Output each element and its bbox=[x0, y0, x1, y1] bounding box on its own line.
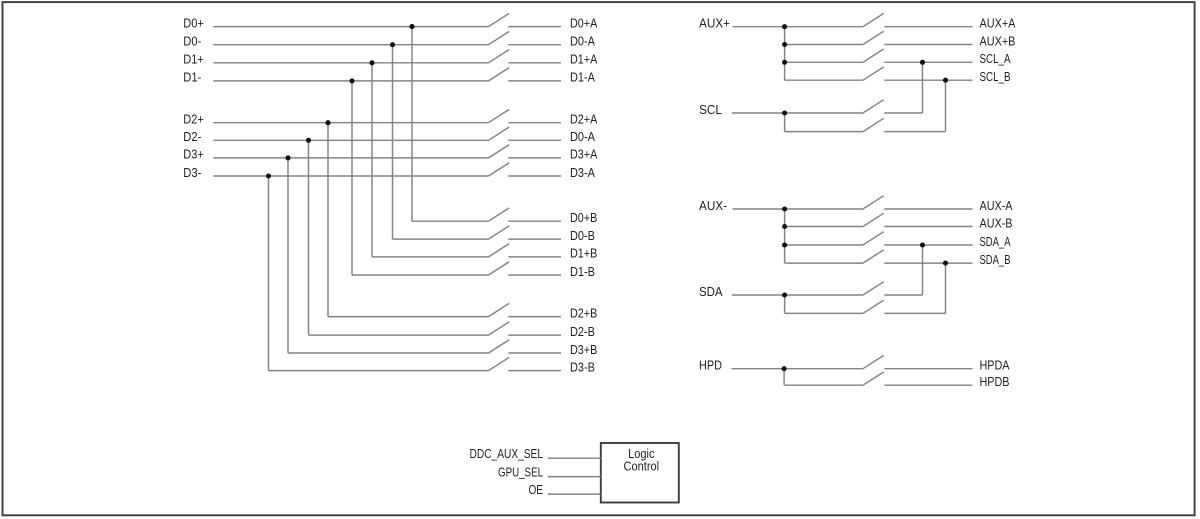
svg-text:D0-A: D0-A bbox=[570, 34, 595, 49]
svg-text:SCL_A: SCL_A bbox=[980, 51, 1011, 66]
svg-text:D1+: D1+ bbox=[183, 52, 204, 67]
svg-text:SCL: SCL bbox=[699, 102, 722, 117]
svg-text:AUX+A: AUX+A bbox=[980, 16, 1016, 31]
svg-text:AUX-B: AUX-B bbox=[980, 215, 1013, 230]
svg-text:D3+A: D3+A bbox=[570, 147, 597, 162]
svg-text:SDA: SDA bbox=[699, 284, 723, 299]
svg-text:AUX+: AUX+ bbox=[699, 16, 730, 31]
svg-text:AUX+B: AUX+B bbox=[980, 33, 1016, 48]
svg-text:D3-A: D3-A bbox=[570, 165, 595, 180]
svg-text:D0-B: D0-B bbox=[570, 228, 595, 243]
svg-text:HPDA: HPDA bbox=[980, 358, 1010, 373]
svg-text:D3-: D3- bbox=[183, 165, 201, 180]
svg-text:D0+A: D0+A bbox=[570, 15, 597, 30]
svg-text:DDC_AUX_SEL: DDC_AUX_SEL bbox=[470, 446, 544, 461]
svg-text:HPDB: HPDB bbox=[980, 374, 1010, 389]
svg-text:D0+: D0+ bbox=[183, 15, 204, 30]
svg-text:D0-: D0- bbox=[183, 34, 201, 49]
svg-text:D3-B: D3-B bbox=[570, 359, 595, 374]
svg-text:D2-: D2- bbox=[183, 129, 201, 144]
svg-text:OE: OE bbox=[529, 482, 544, 497]
svg-text:D1-A: D1-A bbox=[570, 70, 595, 85]
svg-text:AUX-A: AUX-A bbox=[980, 198, 1013, 213]
svg-text:D1+A: D1+A bbox=[570, 52, 597, 67]
svg-text:D0+B: D0+B bbox=[570, 210, 597, 225]
svg-text:D0-A: D0-A bbox=[570, 129, 595, 144]
svg-text:Control: Control bbox=[624, 459, 660, 474]
svg-text:D2+: D2+ bbox=[183, 112, 204, 127]
svg-text:AUX-: AUX- bbox=[699, 198, 727, 213]
svg-text:D2+B: D2+B bbox=[570, 305, 597, 320]
svg-text:SDA_B: SDA_B bbox=[980, 252, 1011, 267]
svg-text:D1+B: D1+B bbox=[570, 246, 597, 261]
svg-text:D2+A: D2+A bbox=[570, 112, 597, 127]
svg-text:Logic: Logic bbox=[628, 446, 655, 461]
svg-text:D1-B: D1-B bbox=[570, 264, 595, 279]
svg-text:HPD: HPD bbox=[699, 358, 722, 373]
svg-text:D3+: D3+ bbox=[183, 147, 204, 162]
svg-text:GPU_SEL: GPU_SEL bbox=[498, 465, 543, 480]
svg-text:D1-: D1- bbox=[183, 70, 201, 85]
svg-text:D3+B: D3+B bbox=[570, 342, 597, 357]
svg-text:SCL_B: SCL_B bbox=[980, 69, 1011, 84]
svg-text:D2-B: D2-B bbox=[570, 324, 595, 339]
svg-text:SDA_A: SDA_A bbox=[980, 234, 1011, 249]
